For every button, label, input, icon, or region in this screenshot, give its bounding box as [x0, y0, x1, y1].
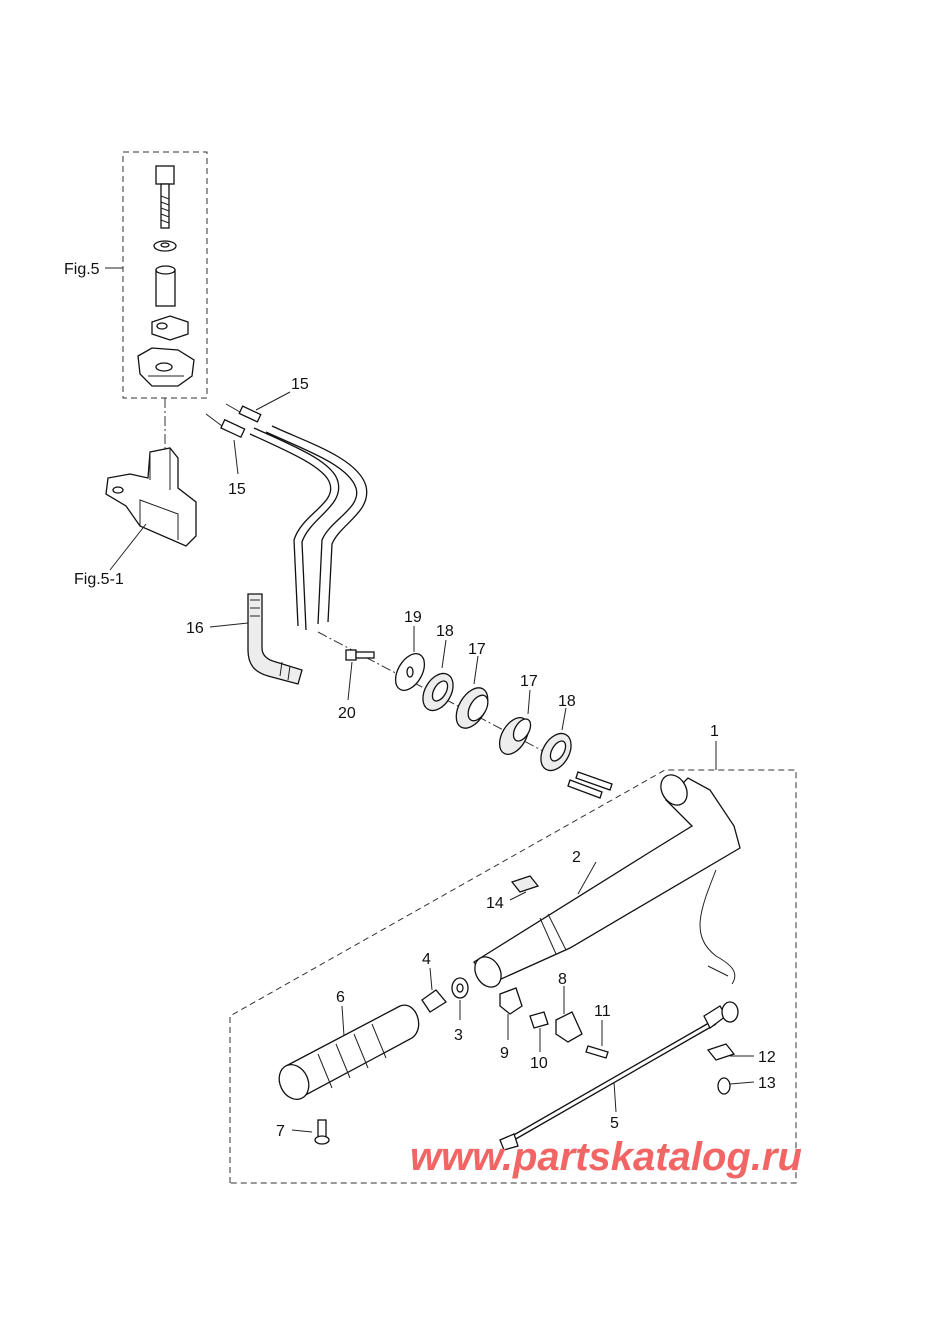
part-7-screw: 7 [276, 1119, 330, 1145]
callout-5[interactable]: 5 [610, 1115, 619, 1132]
throttle-cables: 15 15 [205, 376, 368, 631]
part-4-plug: 4 [421, 951, 447, 1013]
callout-3[interactable]: 3 [454, 1027, 463, 1044]
small-bracket-icon [151, 315, 189, 341]
fig5-1-label[interactable]: Fig.5-1 [74, 571, 124, 588]
tiller-assembly-box: 1 [229, 723, 797, 1184]
washer-icon [153, 240, 177, 252]
part-12-clip: 12 [706, 1043, 776, 1066]
throttle-plate-icon [137, 347, 195, 387]
part-10-spring: 10 [529, 1011, 549, 1072]
fig5-group: Fig.5 [64, 151, 208, 450]
callout-9[interactable]: 9 [500, 1045, 509, 1062]
part-9-knob: 9 [499, 987, 523, 1062]
part-3-washer: 3 [451, 977, 469, 1044]
callout-13[interactable]: 13 [758, 1075, 776, 1092]
callout-2[interactable]: 2 [572, 849, 581, 866]
watermark-text: www.partskatalog.ru [410, 1135, 802, 1179]
part-17a-bushing: 17 [455, 641, 489, 729]
callout-12[interactable]: 12 [758, 1049, 776, 1066]
part-13-screw: 13 [717, 1075, 776, 1095]
part-20-screw: 20 [338, 649, 375, 722]
part-18b-ring: 18 [540, 693, 576, 772]
callout-17a[interactable]: 17 [468, 641, 486, 658]
callout-19[interactable]: 19 [404, 609, 422, 626]
callout-15b[interactable]: 15 [228, 481, 246, 498]
part-18a-ring: 18 [422, 623, 454, 712]
callout-18a[interactable]: 18 [436, 623, 454, 640]
part-19-plate: 19 [394, 609, 426, 691]
axis-parts: 20 19 18 17 17 [317, 609, 613, 799]
fig5-1-bracket: Fig.5-1 [74, 447, 197, 588]
fig5-label[interactable]: Fig.5 [64, 261, 100, 278]
callout-6[interactable]: 6 [336, 989, 345, 1006]
collar-icon [155, 265, 176, 307]
part-17b-bushing: 17 [498, 673, 538, 755]
part-2-tiller-handle: 2 [473, 774, 741, 988]
callout-16[interactable]: 16 [186, 620, 204, 637]
cable-ends [567, 771, 613, 799]
callout-15a[interactable]: 15 [291, 376, 309, 393]
callout-10[interactable]: 10 [530, 1055, 548, 1072]
part-6-grip: 6 [278, 989, 420, 1101]
part-16-tube: 16 [186, 593, 303, 685]
callout-8[interactable]: 8 [558, 971, 567, 988]
callout-7[interactable]: 7 [276, 1123, 285, 1140]
callout-18b[interactable]: 18 [558, 693, 576, 710]
part-11-bolt: 11 [585, 1003, 611, 1059]
part-14-label: 14 [486, 875, 540, 912]
bolt-icon [155, 165, 175, 229]
callout-17b[interactable]: 17 [520, 673, 538, 690]
callout-1[interactable]: 1 [710, 723, 719, 740]
callout-14[interactable]: 14 [486, 895, 504, 912]
callout-4[interactable]: 4 [422, 951, 431, 968]
callout-11[interactable]: 11 [594, 1003, 611, 1020]
part-8-block: 8 [555, 971, 583, 1043]
part-5-rod: 5 [499, 1001, 739, 1151]
callout-20[interactable]: 20 [338, 705, 356, 722]
